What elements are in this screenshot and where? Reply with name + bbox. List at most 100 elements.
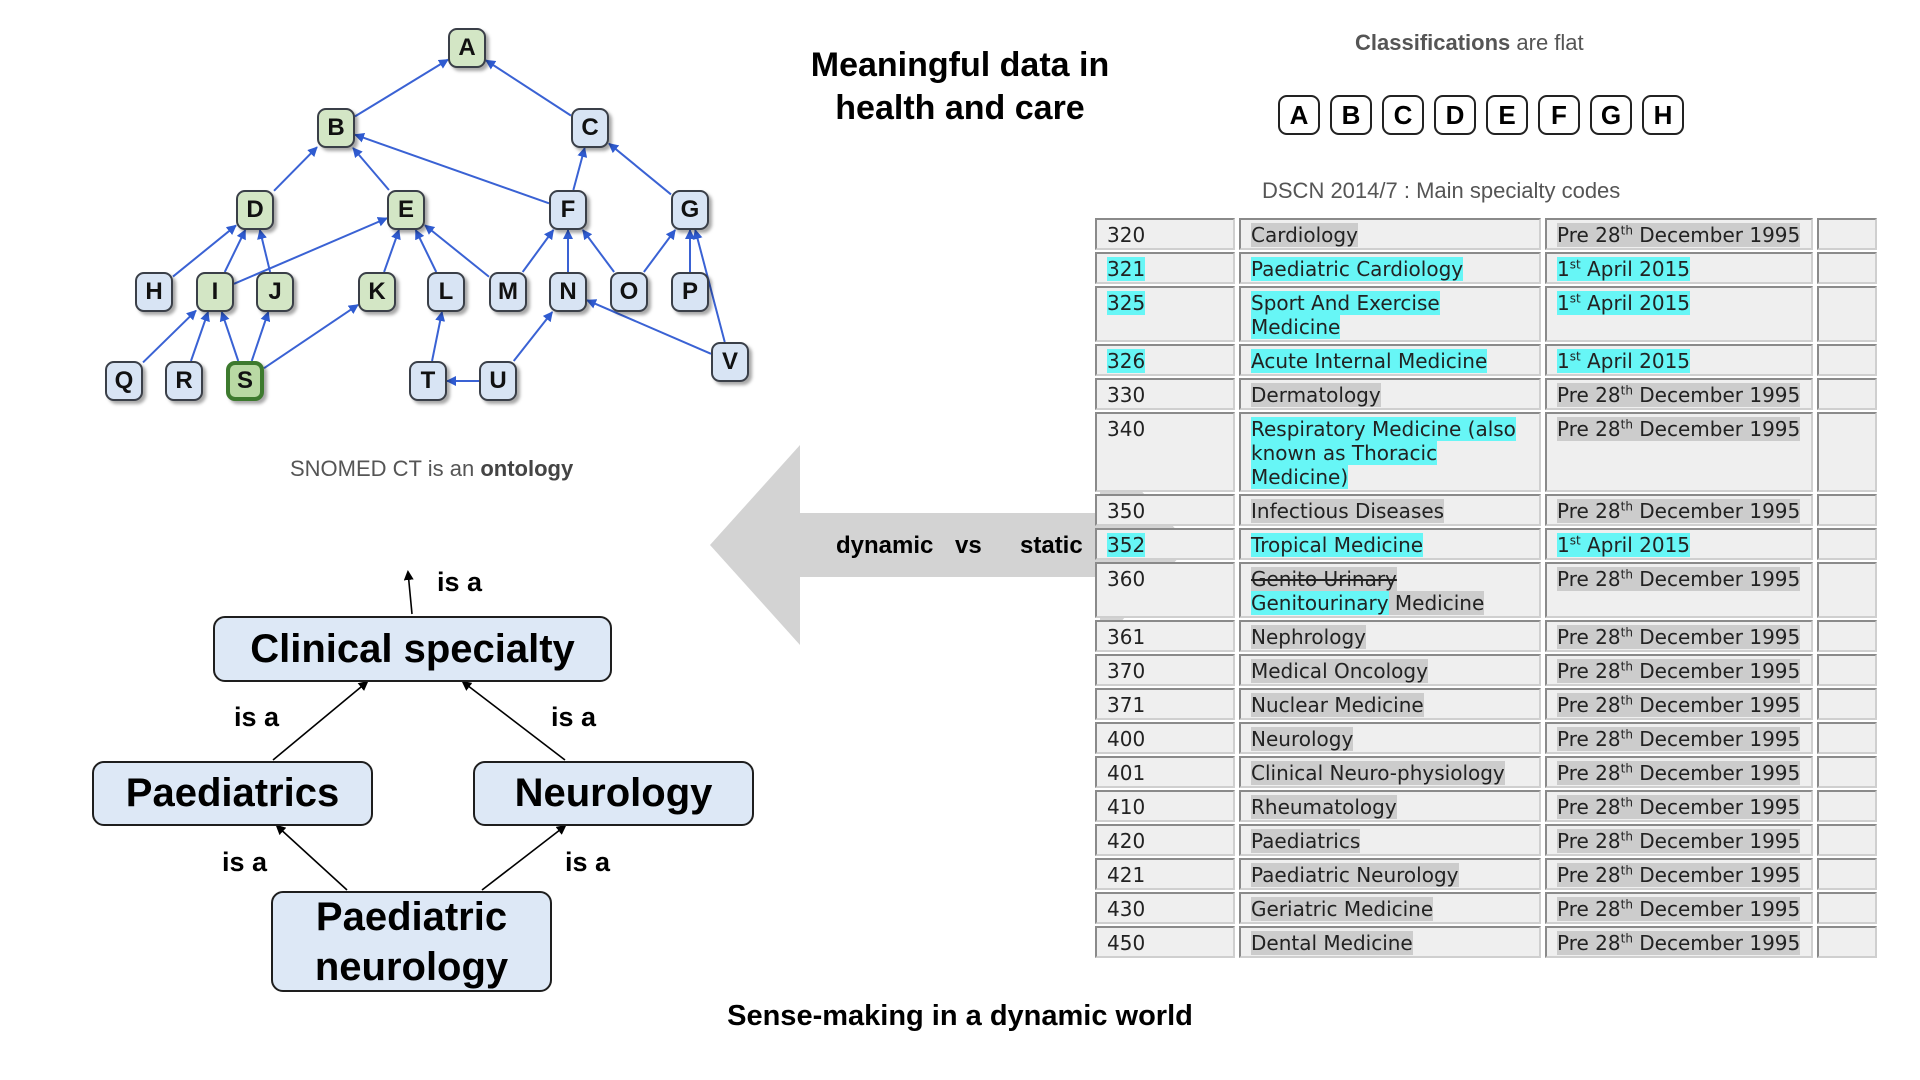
specialty-name: Paediatrics — [1251, 829, 1361, 853]
isa-label-pn-paediatrics: is a — [222, 847, 268, 877]
specialty-name: Paediatric Neurology — [1251, 863, 1459, 887]
date-cell: Pre 28th December 1995 — [1545, 824, 1813, 856]
code-cell: 370 — [1095, 654, 1235, 686]
date-prefix: Pre 28 — [1557, 693, 1621, 717]
date-ordinal: th — [1620, 659, 1633, 674]
date-text: Pre 28th December 1995 — [1557, 499, 1801, 523]
edge-i-d — [223, 229, 247, 273]
date-prefix: Pre 28 — [1557, 625, 1621, 649]
clinical-specialty-box: Clinical specialty — [213, 616, 612, 682]
edge-q-i — [142, 309, 197, 364]
date-ordinal: th — [1620, 693, 1633, 708]
flat-letter-h: H — [1642, 95, 1684, 135]
footer-caption: Sense-making in a dynamic world — [727, 1000, 1193, 1032]
code-cell: 371 — [1095, 688, 1235, 720]
specialty-name: Nephrology — [1251, 625, 1366, 649]
date-ordinal: th — [1620, 625, 1633, 640]
ontology-node-f: F — [549, 190, 587, 230]
code-cell: 421 — [1095, 858, 1235, 890]
code-text: 410 — [1107, 795, 1146, 819]
date-cell: Pre 28th December 1995 — [1545, 562, 1813, 618]
date-prefix: Pre 28 — [1557, 383, 1621, 407]
date-ordinal: st — [1569, 291, 1581, 306]
empty-cell — [1817, 528, 1877, 560]
ontology-node-q: Q — [105, 361, 143, 401]
date-cell: 1st April 2015 — [1545, 344, 1813, 376]
date-rest: December 1995 — [1632, 223, 1801, 247]
ontology-node-l: L — [427, 272, 465, 312]
edge-s-i — [219, 311, 240, 362]
table-row: 321 Paediatric Cardiology 1st April 2015 — [1095, 252, 1877, 284]
specialty-name: Respiratory Medicine (also known as Thor… — [1251, 417, 1516, 489]
code-cell: 330 — [1095, 378, 1235, 410]
date-text: 1st April 2015 — [1557, 533, 1691, 557]
specialty-cell: Respiratory Medicine (also known as Thor… — [1239, 412, 1541, 492]
specialty-name: Infectious Diseases — [1251, 499, 1445, 523]
edge-v-n — [586, 299, 712, 355]
date-ordinal: th — [1620, 417, 1633, 432]
ontology-node-c: C — [571, 108, 609, 148]
date-rest: December 1995 — [1632, 863, 1801, 887]
date-prefix: Pre 28 — [1557, 223, 1621, 247]
date-ordinal: st — [1569, 257, 1581, 272]
specialty-name: Cardiology — [1251, 223, 1358, 247]
specialty-name: Medical Oncology — [1251, 659, 1428, 683]
neurology-label: Neurology — [514, 771, 713, 815]
isa-label-paediatrics: is a — [234, 702, 280, 732]
date-text: Pre 28th December 1995 — [1557, 931, 1801, 955]
date-text: 1st April 2015 — [1557, 257, 1691, 281]
code-text: 420 — [1107, 829, 1146, 853]
specialty-cell: Acute Internal Medicine — [1239, 344, 1541, 376]
empty-cell — [1817, 344, 1877, 376]
code-text: 321 — [1107, 257, 1146, 281]
specialty-cell: Cardiology — [1239, 218, 1541, 250]
code-text: 326 — [1107, 349, 1146, 373]
date-rest: December 1995 — [1632, 567, 1801, 591]
date-cell: Pre 28th December 1995 — [1545, 688, 1813, 720]
code-text: 330 — [1107, 383, 1146, 407]
date-cell: Pre 28th December 1995 — [1545, 926, 1813, 958]
empty-cell — [1817, 378, 1877, 410]
date-rest: December 1995 — [1632, 931, 1801, 955]
empty-cell — [1817, 620, 1877, 652]
ontology-caption-bold: ontology — [480, 456, 574, 481]
empty-cell — [1817, 494, 1877, 526]
date-cell: 1st April 2015 — [1545, 528, 1813, 560]
specialty-name: Dental Medicine — [1251, 931, 1413, 955]
isa-label-top: is a — [437, 567, 483, 597]
date-text: Pre 28th December 1995 — [1557, 417, 1801, 441]
isa-arrows — [272, 570, 567, 891]
ontology-node-i: I — [196, 272, 234, 312]
code-text: 350 — [1107, 499, 1146, 523]
date-cell: Pre 28th December 1995 — [1545, 790, 1813, 822]
empty-cell — [1817, 926, 1877, 958]
date-text: Pre 28th December 1995 — [1557, 693, 1801, 717]
code-cell: 420 — [1095, 824, 1235, 856]
date-text: Pre 28th December 1995 — [1557, 383, 1801, 407]
code-text: 352 — [1107, 533, 1146, 557]
isa-label-pn-neurology: is a — [565, 847, 611, 877]
ontology-node-g: G — [671, 190, 709, 230]
date-cell: Pre 28th December 1995 — [1545, 654, 1813, 686]
date-rest: December 1995 — [1632, 829, 1801, 853]
arrow-label-vs: vs — [955, 532, 982, 559]
specialty-name: Paediatric Cardiology — [1251, 257, 1464, 281]
specialty-name: Rheumatology — [1251, 795, 1397, 819]
edge-m-f — [521, 229, 555, 273]
specialty-old-name: Genito Urinary — [1251, 567, 1397, 591]
classifications-caption-bold: Classifications — [1355, 30, 1511, 55]
date-ordinal: st — [1569, 349, 1581, 364]
date-cell: 1st April 2015 — [1545, 252, 1813, 284]
empty-cell — [1817, 722, 1877, 754]
empty-cell — [1817, 218, 1877, 250]
code-text: 450 — [1107, 931, 1146, 955]
empty-cell — [1817, 858, 1877, 890]
ontology-node-o: O — [610, 272, 648, 312]
ontology-node-n: N — [549, 272, 587, 312]
